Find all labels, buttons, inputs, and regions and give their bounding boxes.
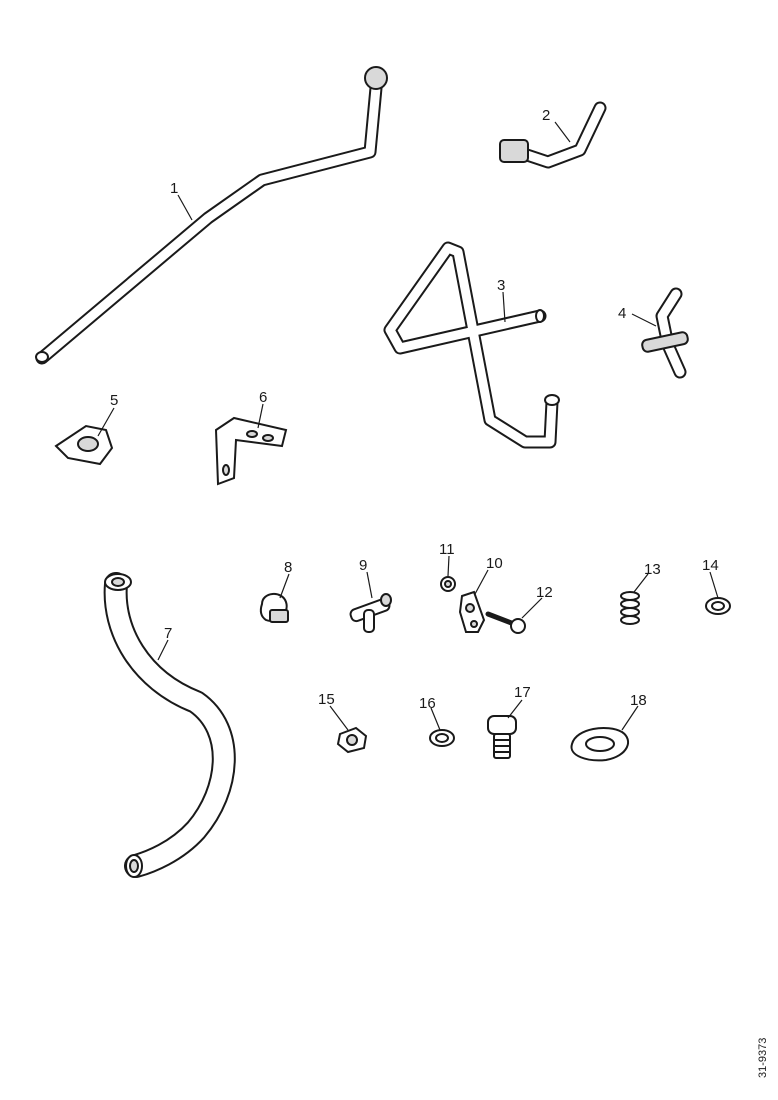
callout-15: 15 (318, 691, 335, 708)
part-16-sealing-ring (429, 729, 455, 747)
part-9-tee-fitting (349, 593, 392, 633)
part-17-banjo-bolt (487, 715, 517, 759)
part-8-clamp (259, 593, 289, 623)
callout-13: 13 (644, 561, 661, 578)
part-15-nipple (336, 726, 368, 754)
reference-code: 31-9373 (757, 1038, 769, 1078)
callout-3: 3 (497, 277, 505, 294)
callout-14: 14 (702, 557, 719, 574)
callout-16: 16 (419, 695, 436, 712)
callout-9: 9 (359, 557, 367, 574)
callout-7: 7 (164, 625, 172, 642)
part-2-hose (499, 101, 607, 169)
part-18-gasket (570, 727, 630, 762)
part-11-nut (440, 576, 456, 592)
callout-6: 6 (259, 389, 267, 406)
callout-1: 1 (170, 180, 178, 197)
part-4-elbow (641, 287, 689, 379)
part-10-clip (458, 590, 486, 633)
callout-8: 8 (284, 559, 292, 576)
part-5-flange (54, 424, 114, 466)
callout-2: 2 (542, 107, 550, 124)
part-1-vent-pipe (35, 66, 388, 365)
part-7-hose (103, 572, 236, 878)
callout-11: 11 (439, 541, 455, 558)
callout-4: 4 (618, 305, 626, 322)
part-3-bent-pipe (383, 241, 560, 449)
part-6-bracket (214, 416, 288, 486)
callout-5: 5 (110, 392, 118, 409)
part-13-spring (620, 591, 640, 625)
callout-10: 10 (486, 555, 503, 572)
part-12-bolt (485, 611, 526, 634)
part-14-washer (705, 597, 731, 615)
callout-12: 12 (536, 584, 553, 601)
callout-18: 18 (630, 692, 647, 709)
callout-17: 17 (514, 684, 531, 701)
